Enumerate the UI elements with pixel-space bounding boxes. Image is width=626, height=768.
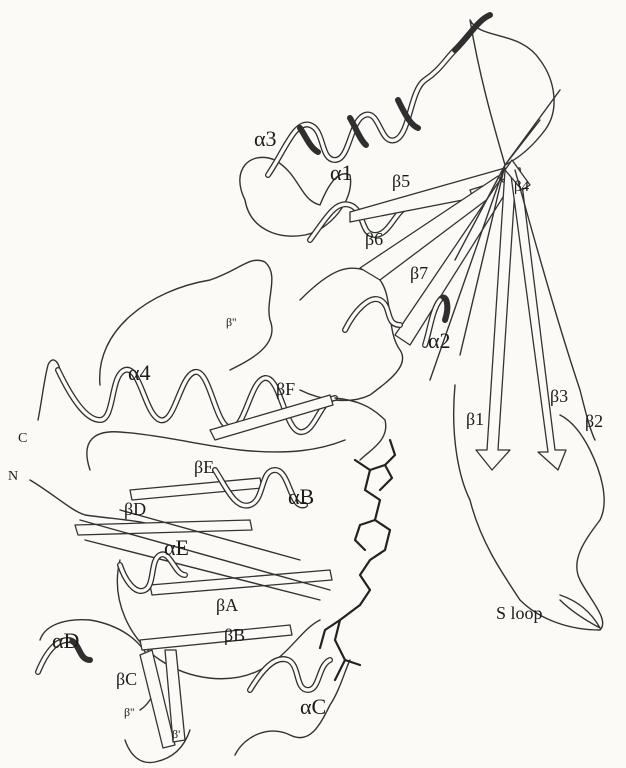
- label-c-terminus: C: [18, 432, 27, 446]
- label-alpha4: α4: [128, 362, 151, 384]
- label-betaB: βB: [224, 626, 245, 644]
- label-beta6: β6: [365, 230, 383, 248]
- label-betaE: βE: [194, 458, 214, 476]
- label-beta5: β5: [392, 172, 410, 190]
- label-betaD: βD: [124, 500, 146, 518]
- label-alphaE: αE: [164, 537, 189, 559]
- label-beta3: β3: [550, 387, 568, 405]
- strand-betaE: [130, 478, 262, 500]
- label-s-loop: S loop: [496, 604, 543, 622]
- helix-alpha3: [268, 15, 490, 175]
- label-alpha3: α3: [254, 128, 277, 150]
- label-alphaB: αB: [288, 486, 314, 508]
- label-beta-dblprime-bottom: β'': [124, 706, 134, 718]
- helix-alphaC: [250, 659, 330, 690]
- label-beta1: β1: [466, 410, 484, 428]
- label-betaA: βA: [216, 596, 238, 614]
- ligand-stick-model: [320, 440, 395, 680]
- label-betaF: βF: [276, 380, 295, 398]
- coil-loop-middle-left: [100, 260, 272, 385]
- coil-loop-center: [300, 268, 403, 400]
- label-beta-dblprime-top: β'': [226, 316, 236, 328]
- label-alphaC: αC: [300, 696, 326, 718]
- coil-s-loop: [560, 595, 600, 628]
- label-alpha2: α2: [428, 330, 451, 352]
- label-betaC: βC: [116, 670, 137, 688]
- lower-twisted-strands: [125, 650, 190, 763]
- label-alphaD: αD: [52, 630, 79, 652]
- label-n-terminus: N: [8, 470, 18, 484]
- label-beta-prime: β': [172, 728, 180, 740]
- label-beta7: β7: [410, 264, 428, 282]
- label-alpha1: α1: [330, 162, 353, 184]
- label-beta4: β4: [514, 180, 529, 195]
- coil-alpha4-tail: [335, 398, 386, 460]
- label-beta2: β2: [585, 412, 603, 430]
- coil-loop-bottom: [235, 660, 350, 755]
- strand-betaB: [140, 625, 292, 650]
- helix-central-ribbon: [345, 299, 400, 330]
- coil-loop-top-right: [470, 20, 554, 165]
